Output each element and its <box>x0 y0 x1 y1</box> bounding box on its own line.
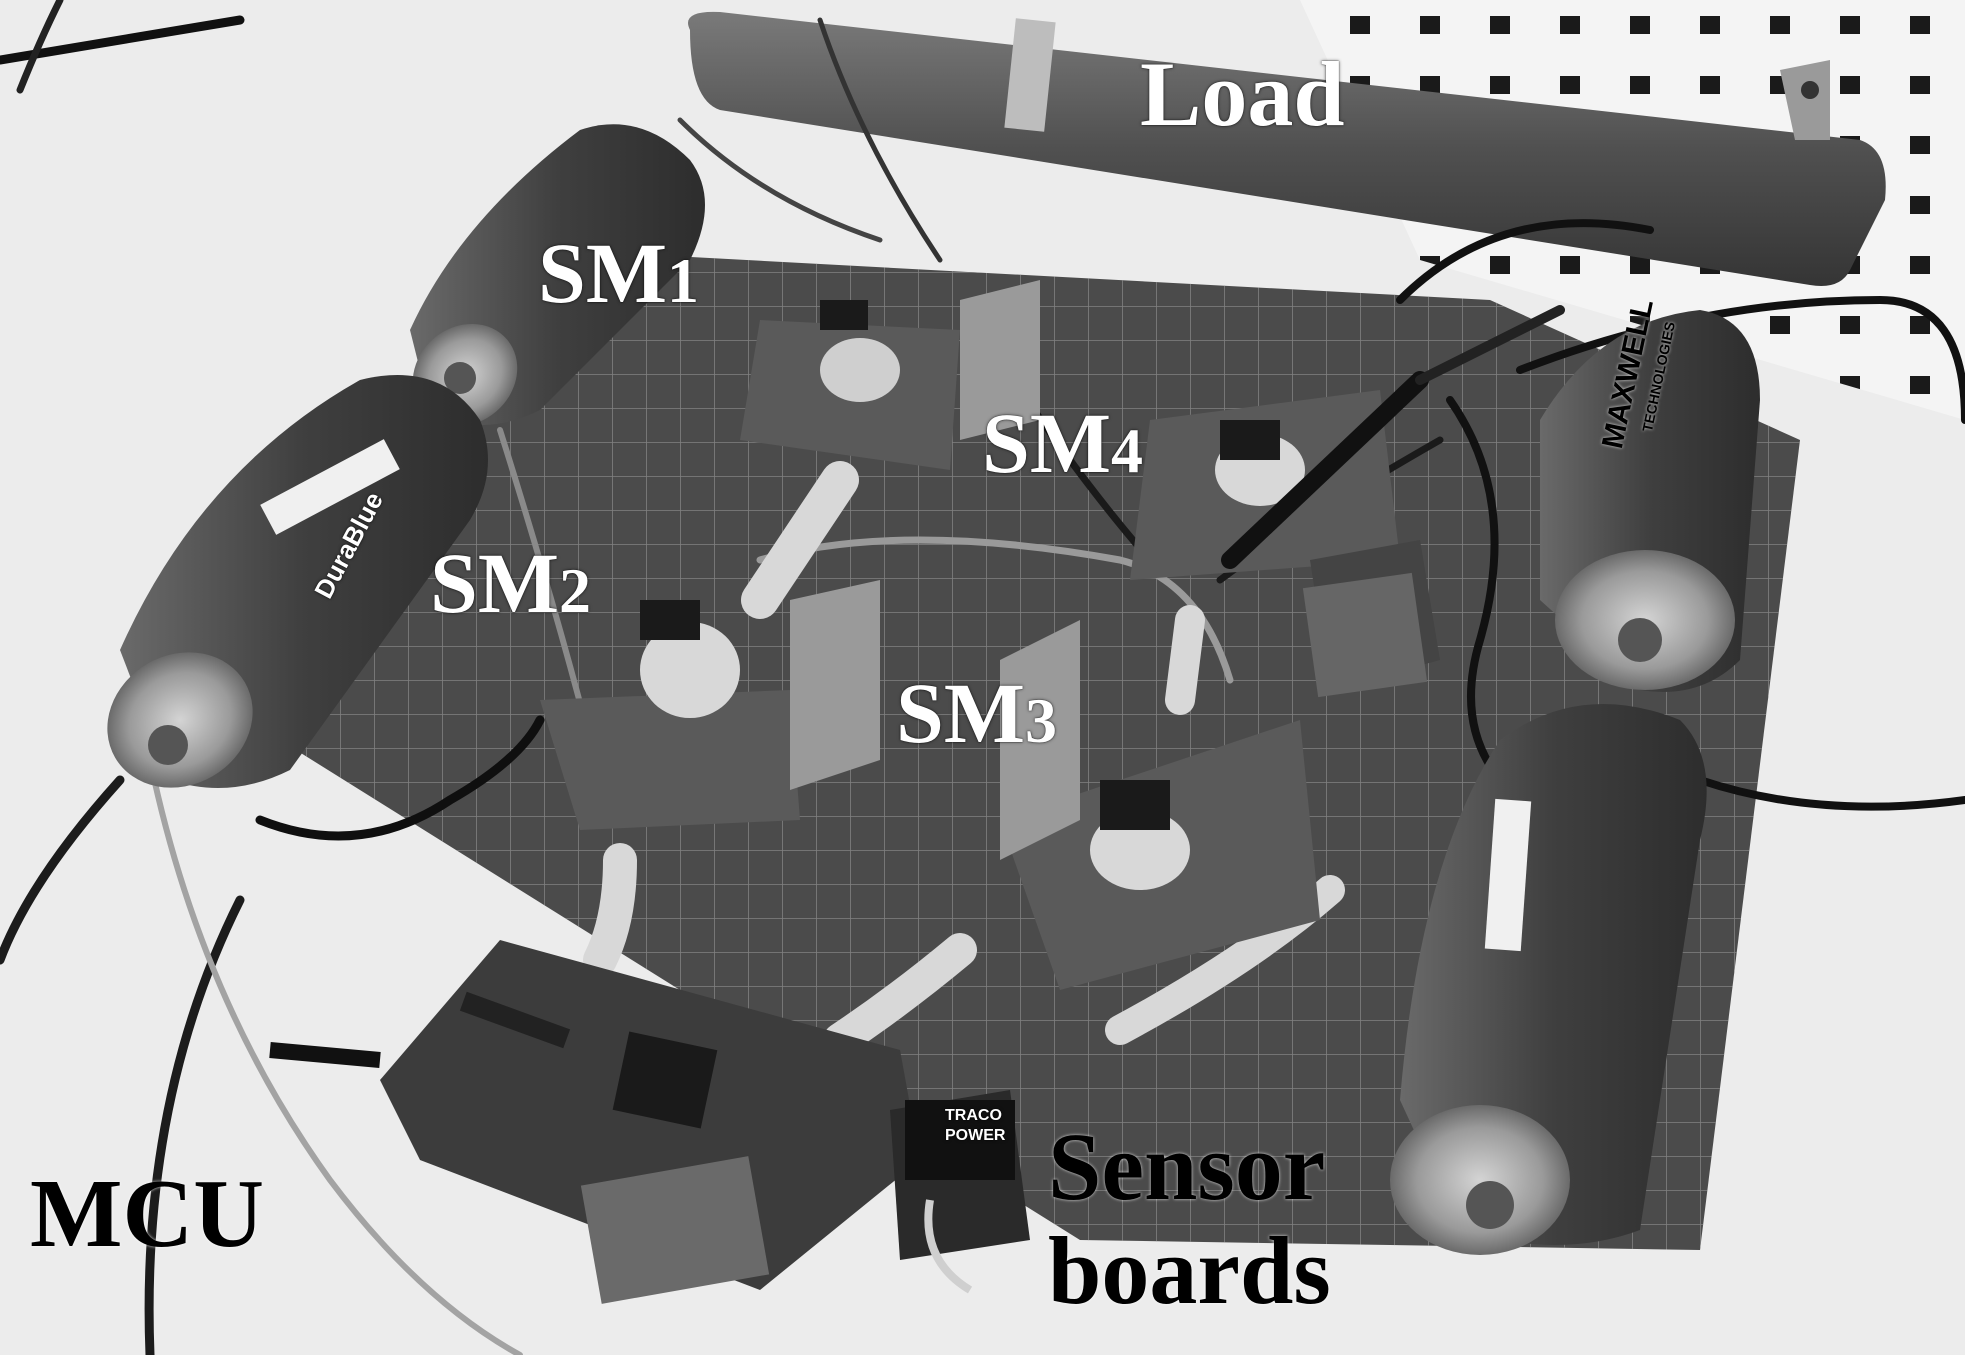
dcdc-brand-line1: TRACO <box>945 1107 1002 1124</box>
dcdc-brand-line2: POWER <box>945 1127 1006 1144</box>
sensor-boards-line2: boards <box>1048 1216 1331 1324</box>
sm4-index: 4 <box>1111 415 1143 486</box>
mcu-label: MCU <box>30 1160 265 1268</box>
sm3-label: SM3 <box>896 670 1057 756</box>
supercapacitor-4 <box>1390 704 1707 1255</box>
oscilloscope-probe <box>1221 305 1565 569</box>
supercapacitor-2 <box>107 375 488 788</box>
submodule-board-1 <box>740 280 1040 470</box>
transformer-block <box>1302 572 1428 698</box>
sm1-prefix: SM <box>538 225 667 321</box>
sm2-prefix: SM <box>430 535 559 631</box>
sm1-label: SM1 <box>538 230 699 316</box>
sm4-label: SM4 <box>982 400 1143 486</box>
supercapacitor-3 <box>1540 310 1760 692</box>
mcu-board <box>269 940 920 1304</box>
sm3-prefix: SM <box>896 665 1025 761</box>
sm4-prefix: SM <box>982 395 1111 491</box>
sensor-board <box>890 1090 1030 1294</box>
sensor-boards-label: Sensor boards <box>1048 1115 1331 1322</box>
sm2-label: SM2 <box>430 540 591 626</box>
sensor-boards-line1: Sensor <box>1048 1113 1326 1220</box>
load-resistor <box>688 11 1886 287</box>
submodule-board-2 <box>540 580 880 830</box>
sm3-index: 3 <box>1025 685 1057 756</box>
submodule-board-3 <box>1000 620 1320 990</box>
load-label: Load <box>1140 43 1345 145</box>
sm1-index: 1 <box>667 245 699 316</box>
sm2-index: 2 <box>559 555 591 626</box>
